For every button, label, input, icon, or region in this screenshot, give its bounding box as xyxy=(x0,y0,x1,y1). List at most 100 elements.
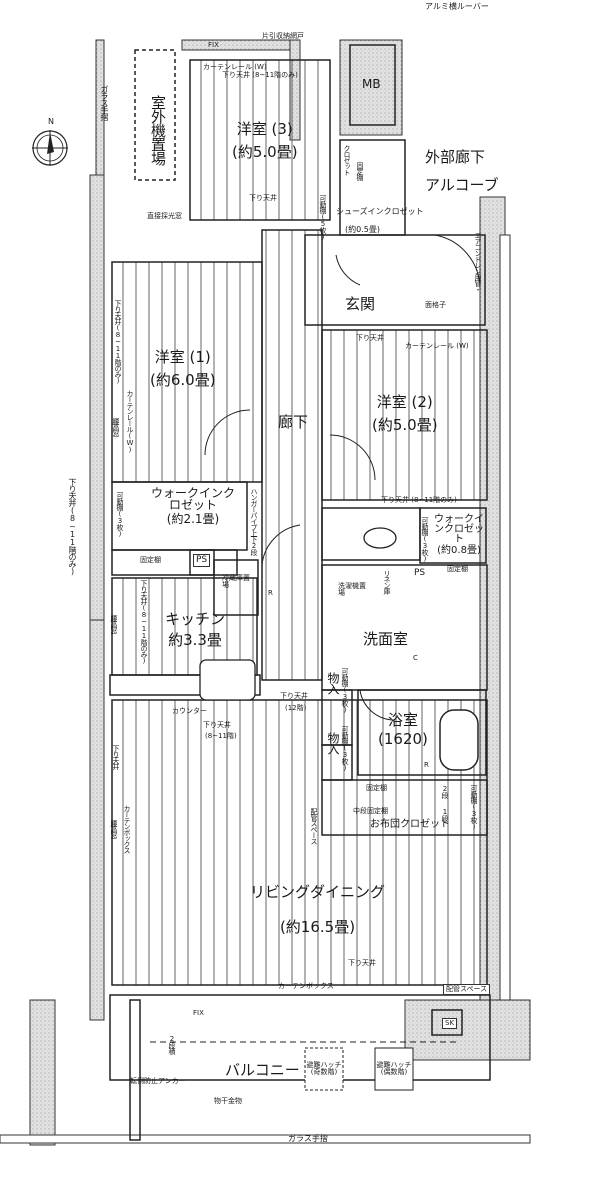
room-living-dining: リビングダイニング (約16.5畳) xyxy=(250,885,385,935)
tip-anchor-label: 転倒防止アンカー xyxy=(130,1077,186,1085)
pipe-shaft-1: PS xyxy=(193,554,211,567)
pipe-shaft-2: PS xyxy=(414,568,426,578)
alcove-label: アルコーブ xyxy=(425,176,499,194)
glass-railing-bottom-label: ガラス手摺 xyxy=(288,1134,328,1143)
movable-shelf-5-label: 可動棚(5枚) xyxy=(319,195,327,240)
room-size: (約5.0畳) xyxy=(372,416,438,434)
room-entrance: 玄関 xyxy=(345,295,376,313)
bathtub xyxy=(439,709,479,771)
movable-shelf-3b-label: 可動棚(3枚) xyxy=(341,726,349,771)
partition-label: 2段積 xyxy=(168,1035,176,1054)
room-size: (約0.8畳) xyxy=(437,545,481,556)
fixed-shelf-wic2-label: 固定棚 xyxy=(447,565,468,573)
room-size: (約16.5畳) xyxy=(279,918,356,936)
fixed-shelf-label: 固定棚 xyxy=(356,162,364,180)
room-size: 約3.3畳 xyxy=(168,631,222,649)
curtain-box-side-label: カーテンボックス xyxy=(123,805,131,853)
compass-north-label: N xyxy=(48,117,54,126)
room-name: キッチン xyxy=(165,610,226,628)
movable-shelf-futon-label: 可動棚(3枚) xyxy=(470,785,478,830)
curtain-box-label: カーテンボックス xyxy=(278,982,334,990)
fixed-shelf-wic-label: 固定棚 xyxy=(140,556,161,564)
room-kitchen: キッチン 約3.3畳 xyxy=(165,612,225,648)
single-sliding-screen-label: 片引収納網戸 xyxy=(262,32,304,40)
pipe-space-2-label: 配管スペース xyxy=(443,984,491,995)
linen-closet-label: リネン庫 xyxy=(383,570,391,594)
room-western-3: 洋室 (3) (約5.0畳) xyxy=(232,122,298,160)
lowered-ceiling-western3: 下り天井 (8~11階のみ) xyxy=(222,71,298,79)
lowered-ceiling-living-label: 下り天井 xyxy=(203,721,231,729)
curtain-rail-western2: カーテンレール (W) xyxy=(405,342,469,350)
room-size: (約6.0畳) xyxy=(150,371,216,389)
hanger-pipe-label: ハンガーパイプ上下2段 xyxy=(250,488,258,555)
lowered-ceiling-side-western1: 下り天井(8~11階のみ) xyxy=(114,300,122,384)
room-name: 浴室 xyxy=(387,711,418,729)
room-bathroom: 浴室 (1620) xyxy=(378,713,428,747)
fix-bottom-label: FIX xyxy=(193,1009,204,1017)
movable-shelf-wic-label: 可動棚(3枚) xyxy=(116,492,124,537)
grille-label: 面格子 xyxy=(425,301,446,309)
lowered-ceiling-western2-bottom: 下り天井 (8~11階のみ) xyxy=(381,496,457,504)
lowered-ceiling-living-bottom: 下り天井 xyxy=(348,959,376,967)
room-size: (約5.0畳) xyxy=(232,143,298,161)
toilet xyxy=(363,527,397,549)
futon-closet-label: お布団クロゼット xyxy=(370,819,450,830)
room-size: (1620) xyxy=(378,730,428,748)
meter-box-label: MB xyxy=(362,77,381,91)
evacuation-hatch-even xyxy=(374,1047,414,1091)
washer-space-label: 洗濯機置場 xyxy=(338,582,366,597)
high-window-living: 腰高窓 xyxy=(110,820,118,838)
high-window-kitchen: 腰高窓 xyxy=(110,615,118,633)
one-level-label: 1段 xyxy=(441,808,449,821)
lowered-ceiling-living-floors: (8~11階) xyxy=(205,732,237,740)
storage-2-label: 物入 xyxy=(326,732,340,754)
evacuation-hatch-odd xyxy=(304,1047,344,1091)
high-window-western1: 腰高窓 xyxy=(112,418,120,436)
storage-1-label: 物入 xyxy=(326,672,340,694)
c-mark: C xyxy=(413,654,418,662)
lowered-ceiling-kitchen: 下り天井(8~11階のみ) xyxy=(140,580,148,664)
pipe-space-label: 配管スペース xyxy=(310,808,318,844)
room-size: (約2.1畳) xyxy=(166,512,220,526)
shoe-closet-size: (約0.5畳) xyxy=(345,225,380,234)
lowered-ceiling-living-side: 下り天井 xyxy=(112,745,120,769)
kitchen-sink xyxy=(199,659,256,701)
lowered-ceiling-12-floor: (12階) xyxy=(285,704,307,712)
room-name: 洋室 (2) xyxy=(376,393,433,411)
shoe-closet-label: シューズインクロゼット xyxy=(336,207,424,216)
curtain-rail-side-western1: カーテンレール(W) xyxy=(126,390,134,453)
r-mark-1: R xyxy=(268,589,273,597)
door-swings xyxy=(204,234,481,721)
aircon-drain-label: エアコンドレン用管・ xyxy=(474,232,482,292)
fix-top-label: FIX xyxy=(208,41,219,49)
lowered-ceiling-western2-top: 下り天井 xyxy=(356,334,384,342)
evacuation-hatch-odd-label: 避難ハッチ(奇数階) xyxy=(306,1061,342,1076)
room-name: ウォークインクロゼット xyxy=(434,514,484,545)
room-balcony: バルコニー xyxy=(225,1061,300,1079)
room-western-2: 洋室 (2) (約5.0畳) xyxy=(372,395,438,433)
evacuation-hatch-even-label: 避難ハッチ(偶数階) xyxy=(376,1061,412,1076)
outdoor-unit-label: 室外機置場 xyxy=(149,95,167,165)
curtain-rail-western3: カーテンレール (W) xyxy=(203,63,267,71)
room-name: 洋室 (1) xyxy=(154,348,211,366)
room-name: リビングダイニング xyxy=(250,883,386,901)
closet-label: クロゼット xyxy=(343,145,351,175)
interior-walls xyxy=(109,44,491,1141)
movable-shelf-3a-label: 可動棚(3枚) xyxy=(341,668,349,713)
room-hallway: 廊下 xyxy=(278,413,309,431)
compass-icon xyxy=(32,130,68,166)
room-name: ウォークインクロゼット xyxy=(150,486,235,512)
fixed-shelf-futon-label: 固定棚 xyxy=(366,784,387,792)
room-walk-in-closet-1: ウォークインクロゼット (約2.1畳) xyxy=(148,487,238,525)
direct-light-label: 直接採光窓 xyxy=(147,212,182,220)
two-level-label: 2段 xyxy=(441,785,449,798)
lowered-ceiling-12-label: 下り天井 xyxy=(280,692,308,700)
counter-label: カウンター xyxy=(172,707,207,715)
fridge-space-label: 冷蔵庫置場 xyxy=(222,574,250,589)
glass-railing-top-label: ガラス手摺 xyxy=(100,85,109,120)
floor-hatching xyxy=(111,59,488,986)
outdoor-corridor-label: 外部廊下 xyxy=(425,148,486,166)
clothes-hanger-label: 物干金物 xyxy=(214,1097,242,1105)
r-mark-2: R xyxy=(424,761,429,769)
